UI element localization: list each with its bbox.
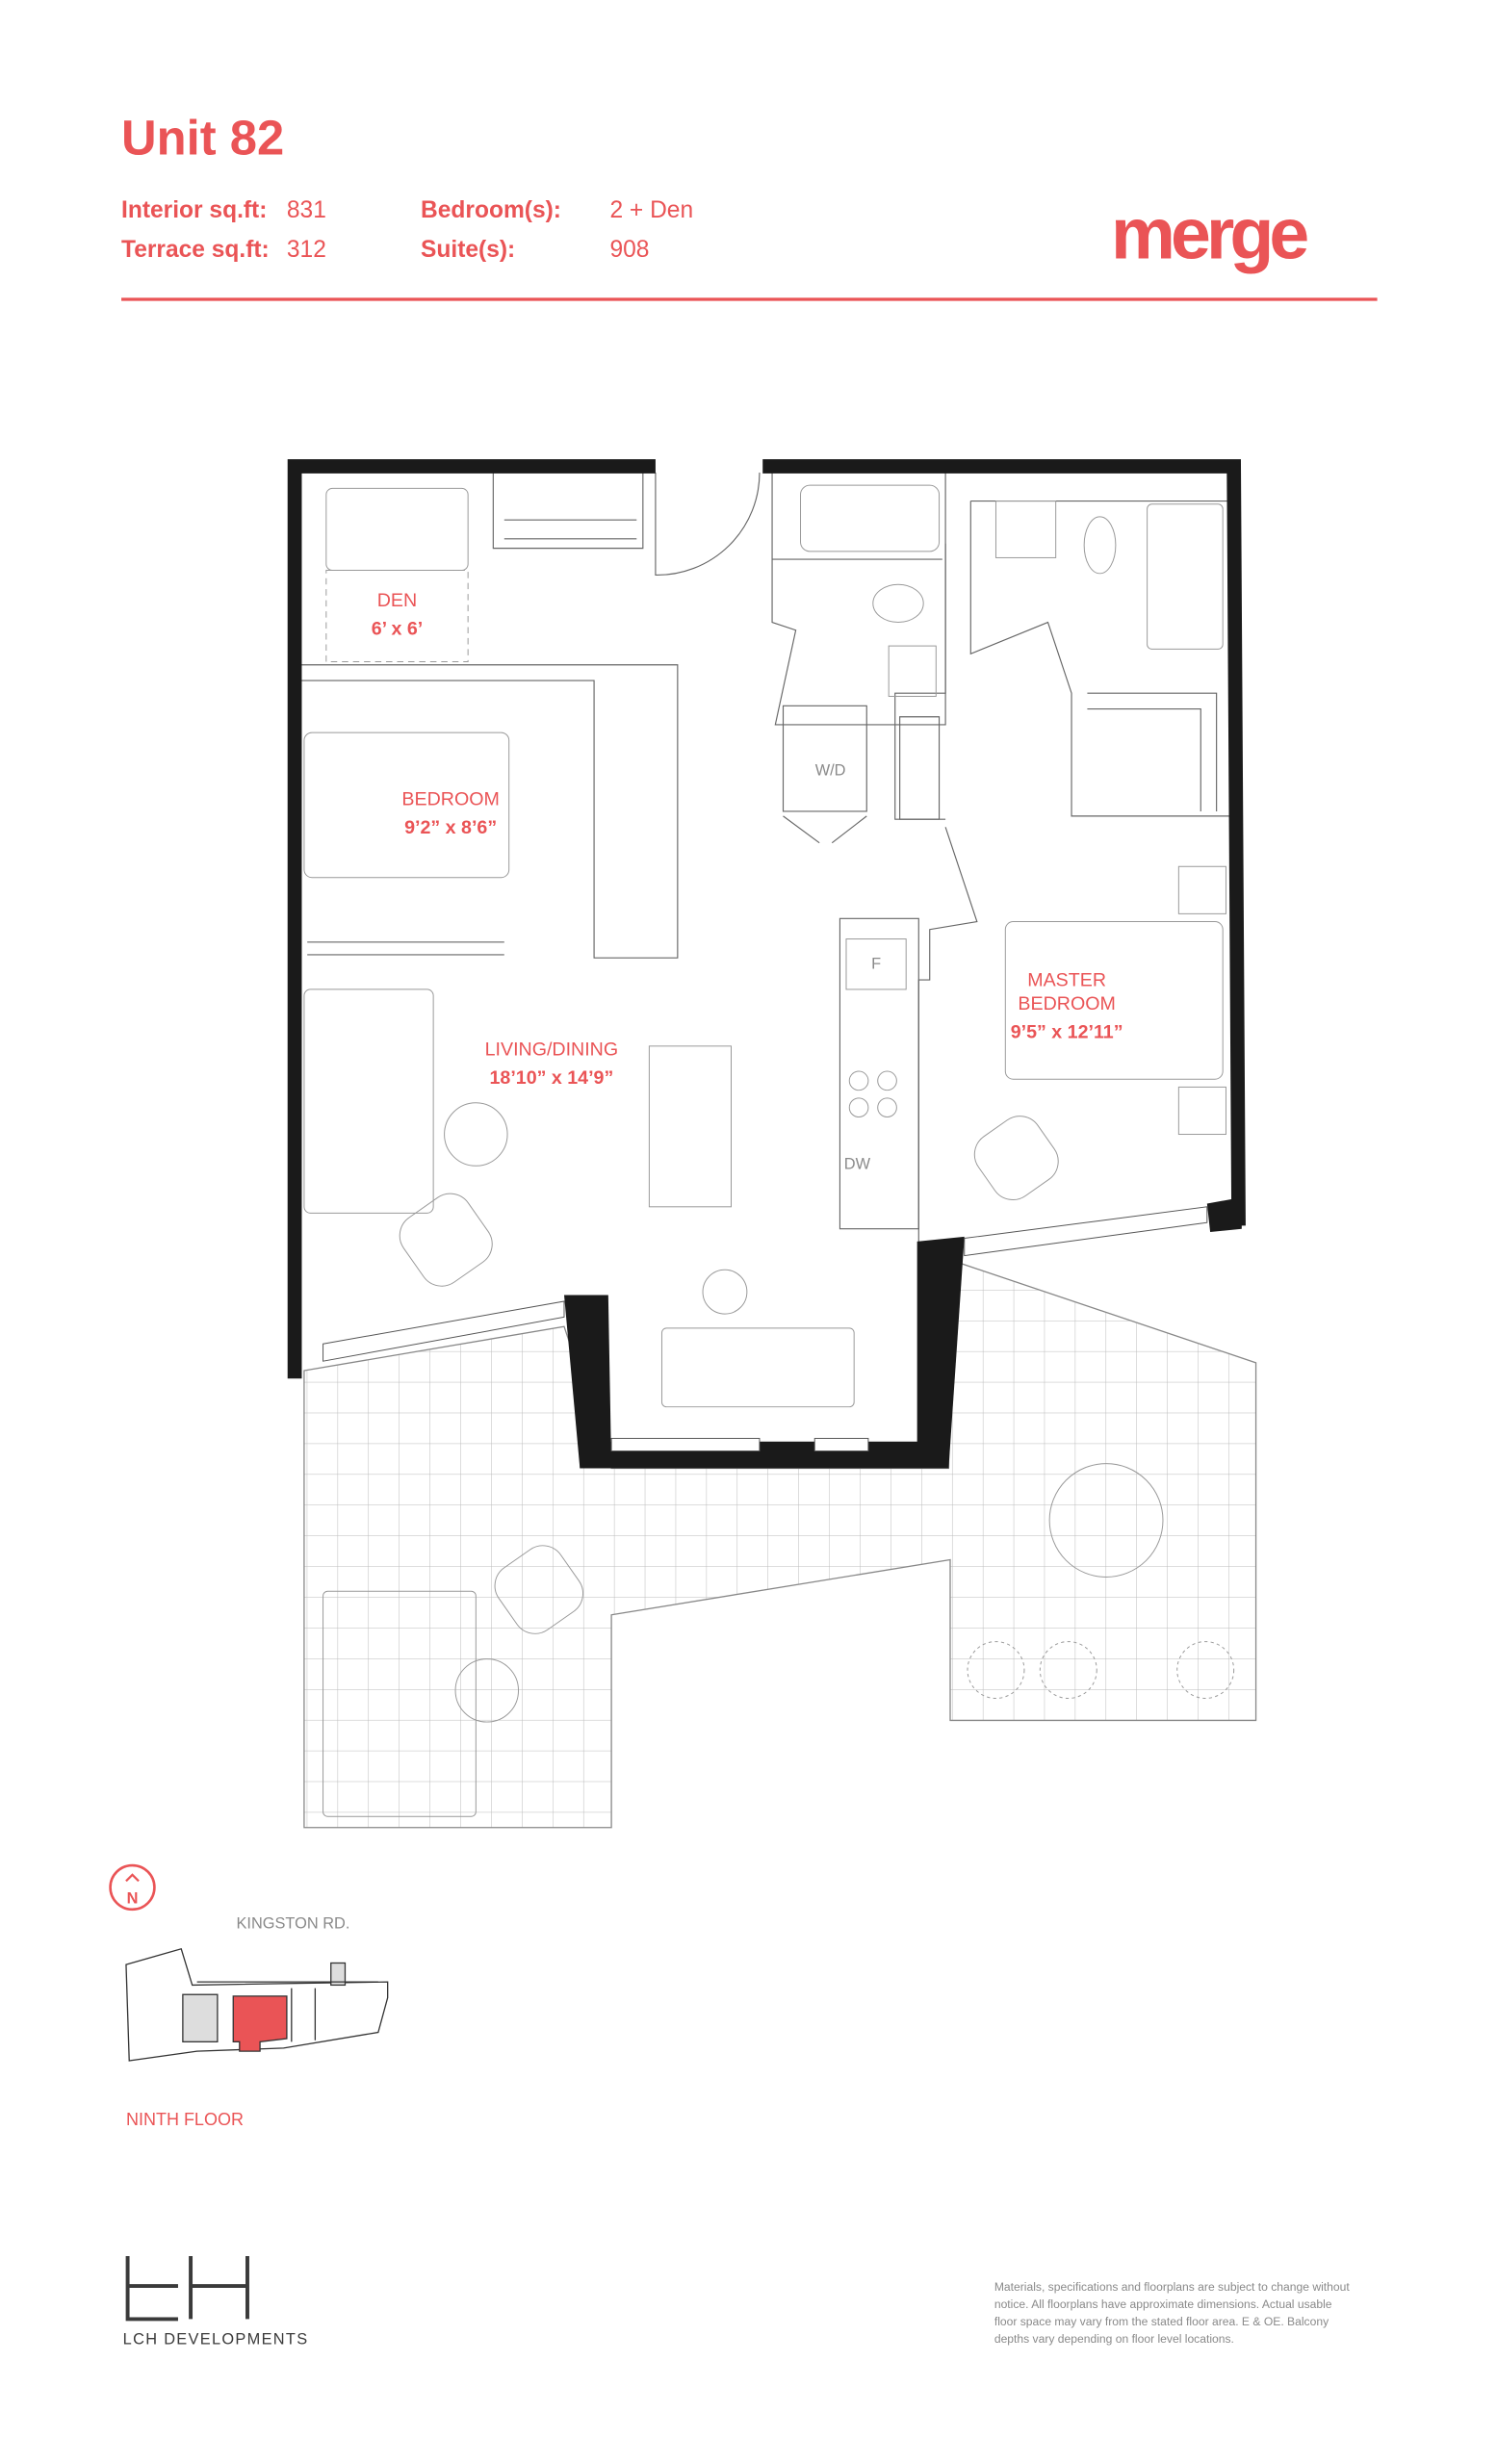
furniture [303, 484, 1235, 1817]
washer-dryer-label: W/D [815, 761, 846, 779]
terrace-chair [494, 1545, 584, 1634]
bedrooms-label: Bedroom(s): [421, 197, 561, 223]
interior-label: Interior sq.ft: [121, 197, 267, 223]
dining-table [648, 1045, 732, 1208]
nightstand [1177, 865, 1226, 914]
master-label-2: BEDROOM [1018, 993, 1115, 1014]
svg-text:depths vary depending on floor: depths vary depending on floor level loc… [994, 2332, 1234, 2346]
planter [1039, 1641, 1097, 1699]
terrace [303, 1259, 1257, 1829]
interior-value: 831 [287, 197, 326, 223]
lch-logo [125, 2255, 249, 2322]
sink-master [994, 500, 1057, 558]
toilet-master [1083, 516, 1117, 575]
svg-text:Materials, specifications and: Materials, specifications and floorplans… [994, 2280, 1351, 2294]
merge-logo: merge [1111, 192, 1307, 273]
bedroom-label: BEDROOM [401, 788, 499, 809]
floor-label: NINTH FLOOR [126, 2110, 244, 2129]
terrace-table [1048, 1463, 1164, 1578]
toilet [872, 583, 924, 624]
sink [888, 645, 937, 697]
media-console [660, 1327, 855, 1408]
terrace-sofa [323, 1590, 477, 1817]
living-size: 18’10” x 14’9” [490, 1067, 614, 1089]
disclaimer: Materials, specifications and floorplans… [994, 2280, 1351, 2346]
sofa [303, 988, 434, 1214]
side-table [702, 1269, 748, 1315]
den-area [325, 570, 469, 662]
living-label: LIVING/DINING [485, 1040, 618, 1061]
den-sofa [325, 487, 469, 572]
unit-title: Unit 82 [121, 110, 284, 165]
key-plan [125, 1947, 389, 2062]
coffee-table [444, 1102, 508, 1167]
exterior-walls [287, 459, 1246, 1469]
suites-label: Suite(s): [421, 237, 515, 263]
den-size: 6’ x 6’ [372, 619, 423, 640]
suites-value: 908 [609, 237, 649, 263]
street-label: KINGSTON RD. [237, 1914, 350, 1932]
terrace-value: 312 [287, 237, 326, 263]
dishwasher-label: DW [844, 1156, 871, 1173]
header-divider [121, 297, 1378, 301]
bedrooms-value: 2 + Den [609, 197, 693, 223]
svg-text:notice. All floorplans have ap: notice. All floorplans have approximate … [994, 2297, 1332, 2311]
terrace-side-table [454, 1658, 520, 1723]
bathtub-master [1147, 503, 1224, 650]
cooktop [848, 1070, 897, 1118]
armchair [399, 1193, 493, 1287]
north-compass: N [109, 1863, 156, 1912]
master-bed [1004, 921, 1224, 1080]
master-size: 9’5” x 12’11” [1011, 1022, 1123, 1043]
fridge [845, 938, 907, 990]
terrace-label: Terrace sq.ft: [121, 237, 270, 263]
den-label: DEN [377, 590, 417, 611]
svg-text:N: N [127, 1889, 139, 1907]
developer-name: LCH DEVELOPMENTS [123, 2331, 309, 2348]
fridge-label: F [871, 956, 881, 973]
planter [967, 1641, 1025, 1699]
nightstand [1177, 1086, 1226, 1136]
armchair-master [973, 1116, 1059, 1200]
interior-walls [299, 473, 1229, 1245]
master-label-1: MASTER [1027, 970, 1106, 991]
bedroom-size: 9’2” x 8’6” [404, 817, 497, 838]
bed [303, 732, 510, 879]
svg-text:floor space may vary from the: floor space may vary from the stated flo… [994, 2315, 1329, 2328]
bathtub [800, 484, 941, 552]
planter [1176, 1641, 1235, 1699]
